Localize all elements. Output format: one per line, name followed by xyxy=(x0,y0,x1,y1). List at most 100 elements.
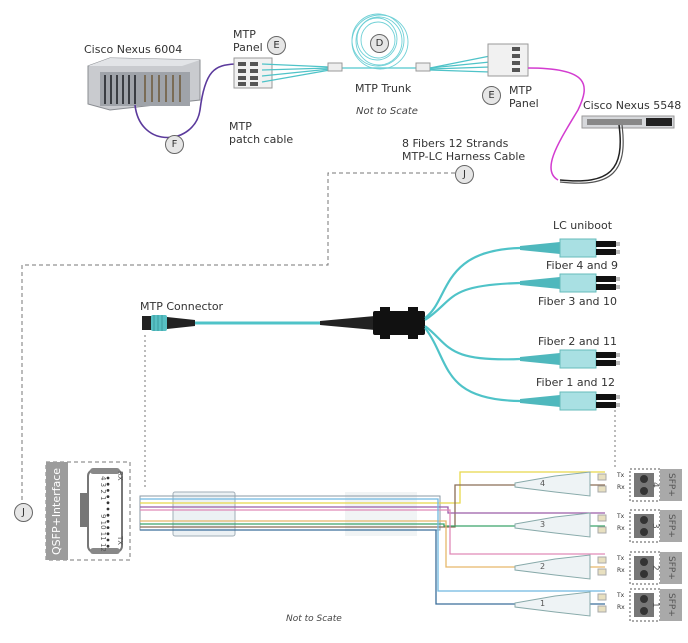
sfp-cage xyxy=(634,593,654,617)
sfp-label-bg xyxy=(660,552,682,584)
label-mtp-panel-right-1: MTP xyxy=(509,84,532,97)
label-mtp-trunk: MTP Trunk xyxy=(355,82,412,95)
breakout-boot xyxy=(514,471,591,497)
harness-breakout-body xyxy=(320,307,425,339)
breakout-number: 3 xyxy=(540,520,546,529)
qsfp-pin xyxy=(106,501,110,505)
label-pins-bottom: 9 10 11 12 xyxy=(99,514,107,552)
qsfp-pin xyxy=(106,507,110,511)
tx-label: Tx xyxy=(617,592,625,599)
lc-uniboot-connector xyxy=(520,273,620,293)
sfp-port-2 xyxy=(514,551,682,585)
label-tx: TX xyxy=(116,536,124,546)
label-cisco-nexus-6004: Cisco Nexus 6004 xyxy=(84,43,183,56)
marker-j-top: J xyxy=(455,165,474,184)
mtp-lc-harness-cable xyxy=(527,67,585,181)
rx-label: Rx xyxy=(617,604,625,611)
marker-j-bottom: J xyxy=(14,503,33,522)
label-mtp-panel-right-2: Panel xyxy=(509,97,539,110)
marker-d: D xyxy=(370,34,389,53)
label-pins-top: 4 3 2 1 xyxy=(99,476,107,501)
qsfp-pin xyxy=(106,532,110,536)
tx-label: Tx xyxy=(617,513,625,520)
breakout-number: 4 xyxy=(540,479,546,488)
sfp-port-label: SFP+ 3 xyxy=(650,514,676,538)
sfp-port-label: SFP+ 4 xyxy=(650,473,676,497)
trunk-fanout-left xyxy=(261,63,331,83)
sfp-cage xyxy=(634,514,654,538)
tx-label: Tx xyxy=(617,472,625,479)
label-cisco-nexus-5548: Cisco Nexus 5548 xyxy=(583,99,682,112)
fiber-strand xyxy=(140,471,605,504)
label-fiber-3-10: Fiber 3 and 10 xyxy=(538,295,618,308)
label-fiber-1-12: Fiber 1 and 12 xyxy=(536,376,616,389)
label-harness-1: 8 Fibers 12 Strands xyxy=(402,137,509,150)
sfp-port-4 xyxy=(514,468,682,502)
sfp-port-1 xyxy=(514,588,682,622)
qsfp-pin xyxy=(106,489,110,492)
qsfp-pin xyxy=(106,526,110,529)
sfp-cage xyxy=(634,556,654,580)
label-mtp-panel-left-1: MTP xyxy=(233,28,256,41)
rx-label: Rx xyxy=(617,567,625,574)
qsfp-pin xyxy=(106,520,110,523)
mtp-trunk-cable xyxy=(327,62,431,72)
breakout-boot xyxy=(514,591,591,617)
breakout-boot xyxy=(514,512,591,538)
sfp-label-bg xyxy=(660,469,682,501)
marker-e-right: E xyxy=(482,86,501,105)
marker-f: F xyxy=(165,135,184,154)
sfp-port-label: SFP+ 2 xyxy=(650,556,676,580)
mtp-panel-right xyxy=(487,43,529,77)
mtp-panel-left xyxy=(233,57,273,89)
tx-label: Tx xyxy=(617,555,625,562)
sfp-port-label: SFP+ 1 xyxy=(650,593,676,617)
label-fiber-2-11: Fiber 2 and 11 xyxy=(538,335,618,348)
fiber-strand xyxy=(140,509,605,555)
trunk-fanout-right xyxy=(429,55,491,73)
label-fiber-4-9: Fiber 4 and 9 xyxy=(546,259,619,272)
rx-label: Rx xyxy=(617,525,625,532)
label-lc-uniboot: LC uniboot xyxy=(553,219,613,232)
label-qsfp-interface: QSFP+Interface xyxy=(50,467,63,555)
qsfp-pin xyxy=(106,544,110,548)
qsfp-interface-box xyxy=(45,461,131,561)
qsfp-pins xyxy=(106,476,110,548)
lc-uniboot-connector xyxy=(520,349,620,369)
label-mtp-connector: MTP Connector xyxy=(140,300,224,313)
label-rx: RX xyxy=(116,471,124,481)
breakout-boot xyxy=(514,554,591,580)
qsfp-pin xyxy=(106,513,110,517)
fiber-strand xyxy=(140,498,605,592)
label-not-to-scale-top: Not to Scate xyxy=(356,106,418,117)
qsfp-pin xyxy=(106,476,110,480)
harness-legs xyxy=(424,246,521,403)
qsfp-pin xyxy=(106,495,110,498)
sfp-port-3 xyxy=(514,509,682,543)
rx-label: Rx xyxy=(617,484,625,491)
mtp-connector-body xyxy=(142,315,195,331)
label-mtp-patch-1: MTP xyxy=(229,120,252,133)
sfp-cage xyxy=(634,473,654,497)
mtp-trunk-coil xyxy=(351,13,409,70)
lc-uniboot-connector xyxy=(520,238,620,258)
lc-patch-black xyxy=(559,124,621,182)
breakout-number: 2 xyxy=(540,562,546,571)
lc-uniboot-connectors xyxy=(520,238,620,411)
sfp-ports xyxy=(514,468,682,622)
label-harness-2: MTP-LC Harness Cable xyxy=(402,150,526,163)
label-not-to-scale-bottom: Not to Scate xyxy=(286,614,342,624)
sfp-label-bg xyxy=(660,510,682,542)
qsfp-pin xyxy=(106,538,110,542)
breakout-number: 1 xyxy=(540,599,546,608)
dashed-callout-j xyxy=(21,172,455,505)
qsfp-pin xyxy=(106,482,110,486)
cisco-nexus-5548-switch xyxy=(581,115,675,129)
lc-uniboot-connector xyxy=(520,391,620,411)
marker-e-left: E xyxy=(267,36,286,55)
sfp-label-bg xyxy=(660,589,682,621)
label-mtp-panel-left-2: Panel xyxy=(233,41,263,54)
cisco-nexus-6004-chassis xyxy=(87,57,201,111)
mtp-patch-cable xyxy=(134,63,236,139)
